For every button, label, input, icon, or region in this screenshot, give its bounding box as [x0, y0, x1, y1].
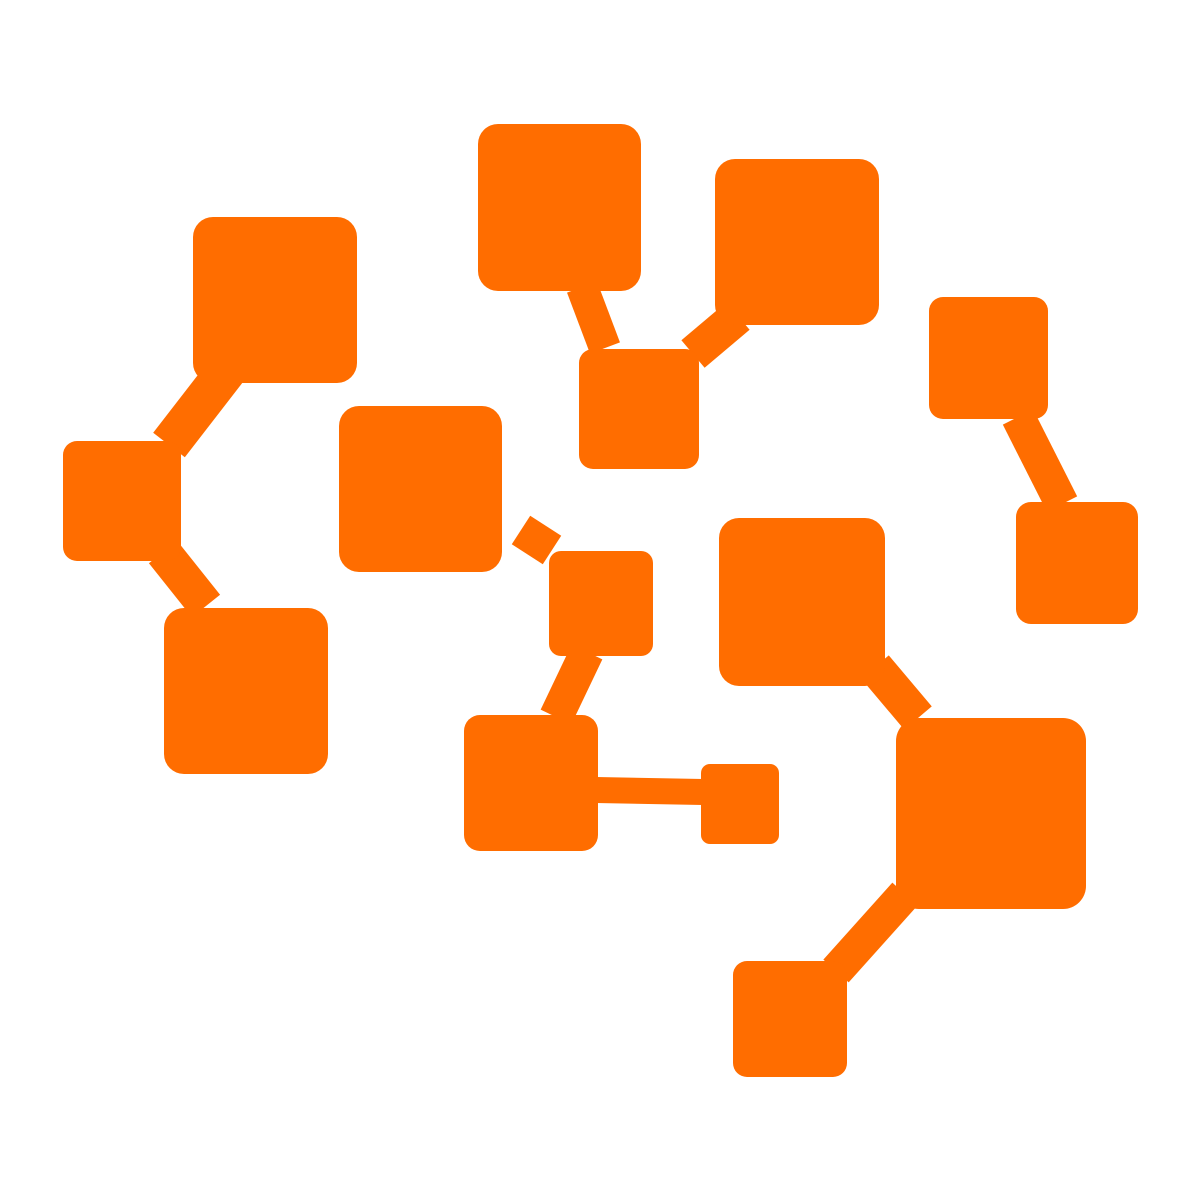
- node-square-d: [478, 124, 641, 291]
- node-square-n: [896, 718, 1086, 909]
- node-square-i: [464, 715, 598, 851]
- connector-link-5: [511, 515, 562, 565]
- connector-link-10: [823, 882, 918, 983]
- node-square-a: [193, 217, 357, 383]
- connector-link-7: [595, 777, 704, 805]
- node-square-o: [733, 961, 847, 1077]
- connector-link-2: [148, 540, 221, 618]
- node-square-c: [164, 608, 328, 774]
- node-square-e: [715, 159, 879, 325]
- node-square-m: [719, 518, 885, 686]
- node-square-l: [1016, 502, 1138, 624]
- connector-link-6: [540, 644, 603, 725]
- node-square-j: [701, 764, 779, 844]
- node-square-k: [929, 297, 1048, 419]
- node-square-g: [339, 406, 502, 572]
- connector-link-8: [1002, 409, 1078, 512]
- node-square-b: [63, 441, 181, 561]
- node-square-f: [579, 349, 699, 469]
- connector-link-3: [567, 281, 620, 354]
- node-square-h: [549, 551, 653, 656]
- node-squares: [63, 124, 1138, 1077]
